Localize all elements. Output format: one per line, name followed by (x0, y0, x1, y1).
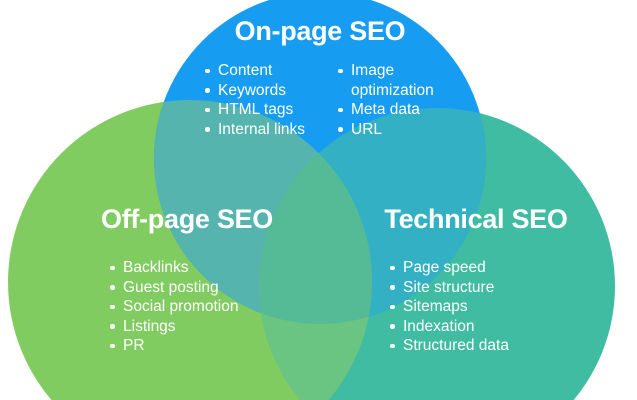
overlap-center-all (259, 108, 372, 324)
